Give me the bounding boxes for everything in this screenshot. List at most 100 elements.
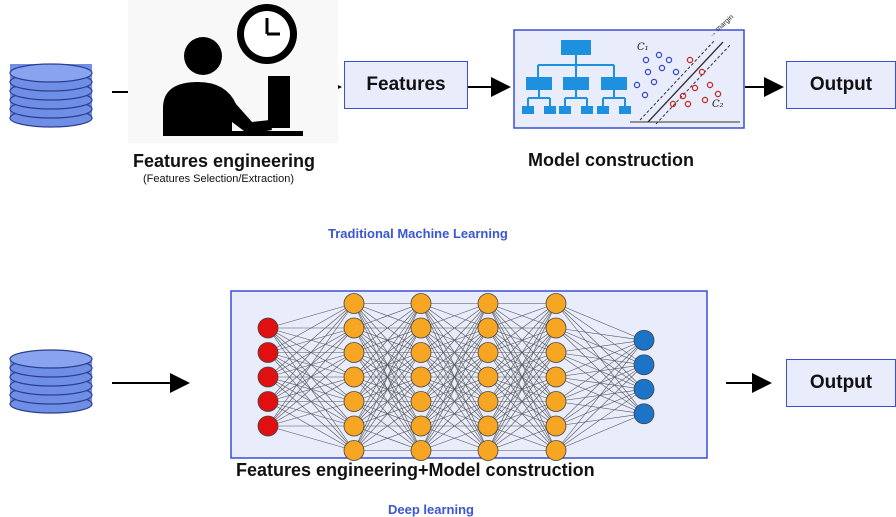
hidden-node: [343, 366, 365, 388]
nn-edge: [267, 303, 355, 427]
nn-edge: [487, 425, 557, 451]
features-box: Features: [344, 61, 468, 109]
deep-learning-title: Deep learning: [388, 502, 474, 517]
hidden-node: [477, 293, 499, 314]
neural-network-graph: [257, 293, 655, 461]
nn-edge: [555, 303, 645, 341]
output-label-bottom: Output: [809, 372, 873, 393]
hidden-node: [545, 293, 567, 314]
nn-edge: [267, 303, 355, 402]
nn-edge: [353, 303, 422, 427]
hidden-node: [410, 391, 432, 412]
nn-edge: [555, 413, 645, 451]
features-engineering-subtitle: (Features Selection/Extraction): [143, 173, 295, 185]
hidden-node: [477, 440, 499, 461]
hidden-node: [410, 342, 432, 363]
input-node: [257, 366, 279, 388]
neural-network-box: [230, 290, 708, 459]
hidden-node: [545, 366, 567, 388]
hidden-node: [545, 415, 567, 437]
nn-edge: [487, 327, 557, 451]
hidden-node: [545, 342, 567, 363]
nn-edge: [555, 364, 645, 451]
hidden-node: [410, 440, 432, 461]
features-engineering-title: Features engineering: [133, 151, 316, 171]
input-node: [257, 342, 279, 363]
nn-edge: [487, 303, 557, 353]
nn-edge: [420, 303, 489, 329]
hidden-node: [477, 366, 499, 388]
svm-class1-label: C₁: [637, 42, 649, 53]
hidden-node: [410, 415, 432, 437]
output-box-top: Output: [786, 61, 896, 109]
nn-edge: [555, 340, 645, 427]
hidden-node: [410, 366, 432, 388]
deep-caption: Features engineering+Model construction: [236, 460, 595, 480]
nn-edge: [353, 303, 422, 378]
nn-edge: [353, 327, 422, 451]
input-node: [257, 317, 279, 339]
nn-edge: [487, 303, 557, 451]
svm-class2-label: C₂: [712, 99, 724, 110]
nn-edge: [267, 327, 355, 427]
nn-edge: [555, 340, 645, 402]
nn-edge: [487, 352, 557, 451]
decision-tree-icon: [522, 40, 631, 114]
nn-edge: [353, 303, 422, 402]
hidden-node: [477, 317, 499, 339]
nn-edge: [267, 425, 355, 451]
nn-edge: [353, 303, 422, 329]
hidden-node: [477, 415, 499, 437]
hidden-node: [545, 391, 567, 412]
output-node: [633, 329, 655, 351]
nn-edge: [267, 303, 355, 353]
hidden-node: [343, 415, 365, 437]
input-node: [257, 391, 279, 412]
nn-edge: [487, 303, 557, 427]
nn-edge: [420, 352, 489, 451]
hidden-node: [410, 317, 432, 339]
nn-edge: [555, 339, 645, 353]
nn-edge: [267, 401, 355, 427]
nn-edge: [267, 376, 355, 427]
hidden-node: [545, 440, 567, 461]
features-label: Features: [366, 74, 446, 95]
nn-edge: [555, 339, 645, 378]
nn-edge: [353, 352, 422, 451]
nn-edge: [353, 401, 422, 451]
hidden-node: [343, 440, 365, 461]
nn-edge: [420, 376, 489, 451]
nn-edge: [420, 425, 489, 451]
hidden-node: [545, 317, 567, 339]
database-icon-top: [9, 63, 93, 128]
nn-edge: [487, 376, 557, 451]
nn-edge: [420, 327, 489, 451]
nn-edge: [555, 340, 645, 451]
model-construction-label: Model construction: [528, 150, 694, 170]
nn-edge: [487, 303, 557, 329]
traditional-ml-title: Traditional Machine Learning: [328, 226, 508, 241]
nn-edge: [420, 401, 489, 451]
nn-edge: [353, 376, 422, 451]
database-icon-bottom: [9, 349, 93, 414]
nn-edge: [487, 303, 557, 378]
output-node: [633, 354, 655, 376]
nn-edge: [420, 303, 489, 402]
hidden-node: [343, 342, 365, 363]
nn-edge: [267, 303, 355, 329]
hidden-node: [343, 317, 365, 339]
nn-edge: [487, 303, 557, 402]
person-computer-icon: [128, 0, 338, 143]
output-box-bottom: Output: [786, 359, 896, 407]
hidden-node: [343, 391, 365, 412]
svm-scatter-icon: [630, 39, 740, 125]
input-node: [257, 415, 279, 437]
nn-edge: [353, 303, 422, 353]
nn-edge: [555, 327, 645, 341]
nn-edge: [420, 303, 489, 378]
hidden-node: [477, 342, 499, 363]
nn-edge: [420, 303, 489, 353]
nn-edge: [267, 303, 355, 378]
clock-icon: [237, 4, 297, 64]
